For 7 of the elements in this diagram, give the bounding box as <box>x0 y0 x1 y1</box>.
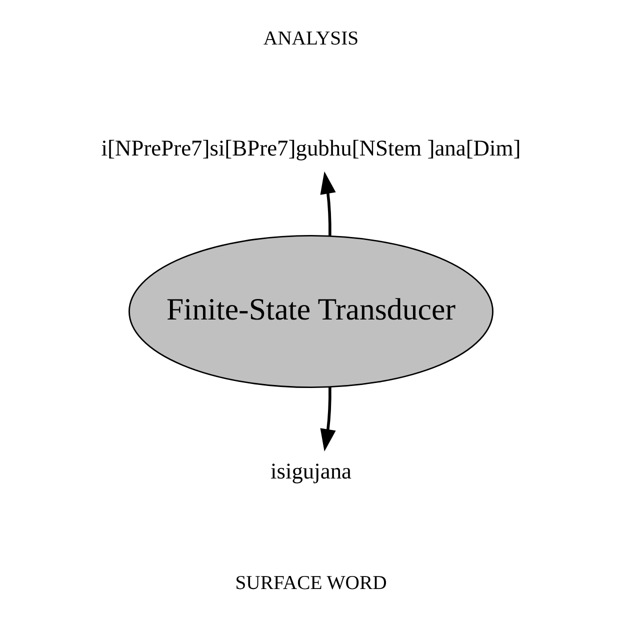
label: ANALYSIS <box>263 27 359 50</box>
arrow <box>320 171 336 236</box>
node-ellipse: Finite-State Transducer <box>128 235 494 388</box>
node-text: i[NPrePre7]si[BPre7]gubhu[NStem ]ana[Dim] <box>101 135 521 160</box>
label: SURFACE WORD <box>235 572 387 594</box>
arrow <box>320 387 336 452</box>
node-text: isigujana <box>270 458 352 484</box>
